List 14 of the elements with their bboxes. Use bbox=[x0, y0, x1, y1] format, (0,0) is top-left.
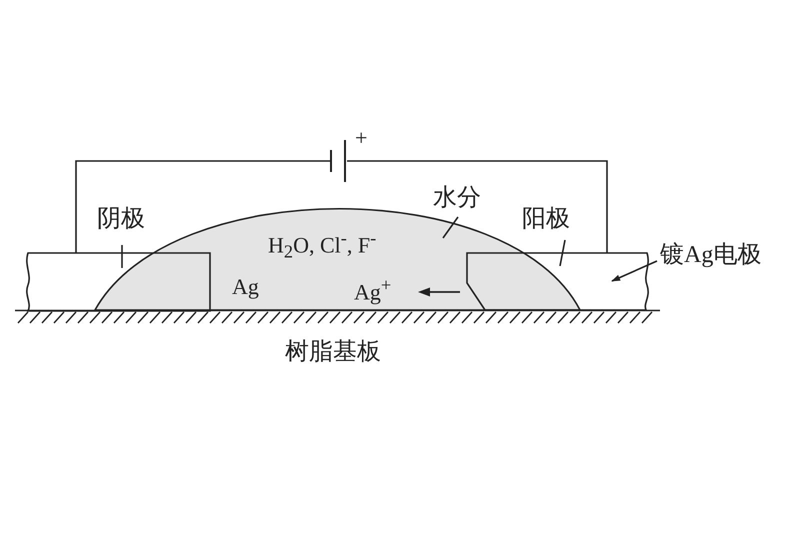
label: 树脂基板 bbox=[285, 340, 381, 364]
plus-sign: + bbox=[355, 127, 368, 149]
leader-line bbox=[559, 240, 566, 266]
leader-line bbox=[121, 245, 123, 268]
label: 阳极 bbox=[522, 207, 570, 231]
wire bbox=[75, 160, 330, 253]
label: 镀Ag电极 bbox=[660, 243, 762, 267]
label: Ag$^{+}$ bbox=[354, 276, 392, 304]
label: 阴极 bbox=[97, 207, 145, 231]
label: H$_{2}$O, Cl$^{-}$, F$^{-}$ bbox=[268, 229, 376, 262]
wire bbox=[347, 160, 608, 253]
label: Ag bbox=[232, 276, 259, 298]
label: 水分 bbox=[433, 186, 481, 210]
leader-line bbox=[442, 216, 459, 238]
